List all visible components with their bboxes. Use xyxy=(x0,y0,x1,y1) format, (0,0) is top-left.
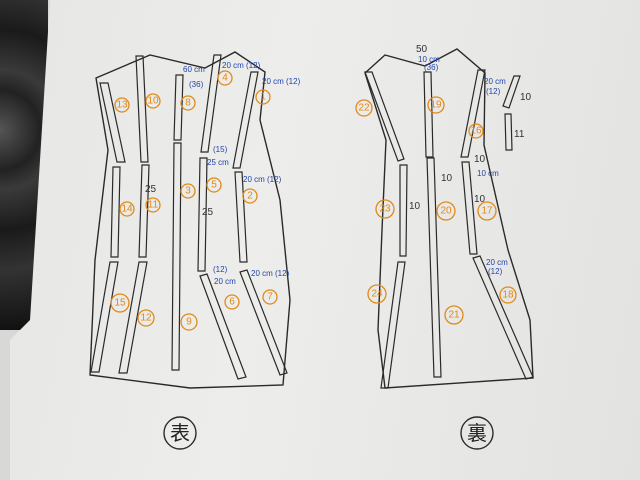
back-pattern: 22 19 16 23 20 17 24 21 18 50 10 cm (36)… xyxy=(355,44,534,450)
note: 20 cm (12) xyxy=(251,269,290,278)
back-symbol: 裏 xyxy=(467,421,487,445)
piece-number: 8 xyxy=(185,98,191,109)
piece-number: 19 xyxy=(430,100,442,111)
paper-sheet xyxy=(10,0,640,480)
note: 20 cm xyxy=(214,277,236,286)
piece-number: 9 xyxy=(186,317,192,328)
piece-number: 22 xyxy=(358,103,370,114)
piece-number: 4 xyxy=(222,73,228,84)
piece-number: 10 xyxy=(147,96,159,107)
note: (12) xyxy=(488,267,503,276)
piece-number: 12 xyxy=(140,313,152,324)
note: 50 xyxy=(416,44,428,55)
mark: 25 xyxy=(145,184,157,195)
note: (12) xyxy=(213,265,228,274)
note: 20 cm xyxy=(486,258,508,267)
piece-number: 23 xyxy=(379,204,391,215)
mark: 25 xyxy=(202,207,214,218)
piece-number: 6 xyxy=(229,297,235,308)
front-symbol: 表 xyxy=(170,421,190,445)
note: (15) xyxy=(213,145,228,154)
note: 20 cm (12) xyxy=(262,77,301,86)
piece-number: 17 xyxy=(481,206,493,217)
front-piece-numbers: 13 10 8 4 1 14 11 3 5 2 15 12 9 6 7 xyxy=(110,70,278,331)
mark: 10 xyxy=(520,92,532,103)
note: 20 cm (12) xyxy=(243,175,282,184)
piece-number: 21 xyxy=(448,310,460,321)
note: (36) xyxy=(189,80,204,89)
note: 20 cm (12) xyxy=(222,61,261,70)
mark: 10 xyxy=(441,173,453,184)
note: (36) xyxy=(424,63,439,72)
back-notes: 50 10 cm (36) 20 cm (12) 10 cm 20 cm (12… xyxy=(409,44,532,276)
note: (12) xyxy=(486,87,501,96)
piece-number: 20 xyxy=(440,206,452,217)
front-pattern: 13 10 8 4 1 14 11 3 5 2 15 12 9 6 7 60 c… xyxy=(89,51,301,450)
piece-number: 14 xyxy=(121,204,133,215)
piece-number: 5 xyxy=(211,180,217,191)
note: 10 cm xyxy=(477,169,499,178)
piece-number: 11 xyxy=(148,200,159,211)
piece-number: 1 xyxy=(260,92,266,103)
piece-number: 16 xyxy=(470,126,482,137)
note: 60 cm xyxy=(183,65,205,74)
piece-number: 2 xyxy=(247,191,253,202)
piece-number: 3 xyxy=(185,186,191,197)
note: 20 cm xyxy=(484,77,506,86)
mark: 10 xyxy=(409,201,421,212)
piece-number: 13 xyxy=(116,100,128,111)
piece-number: 7 xyxy=(267,292,273,303)
front-notes: 60 cm (36) 20 cm (12) 20 cm (12) (15) 25… xyxy=(145,61,301,286)
mark: 10 xyxy=(474,194,486,205)
note: 10 cm xyxy=(418,55,440,64)
mark: 11 xyxy=(514,129,525,140)
mark: 10 xyxy=(474,154,486,165)
piece-number: 18 xyxy=(502,290,514,301)
back-piece-numbers: 22 19 16 23 20 17 24 21 18 xyxy=(355,96,517,325)
piece-number: 15 xyxy=(114,298,126,309)
note: 25 cm xyxy=(207,158,229,167)
piece-number: 24 xyxy=(371,289,383,300)
